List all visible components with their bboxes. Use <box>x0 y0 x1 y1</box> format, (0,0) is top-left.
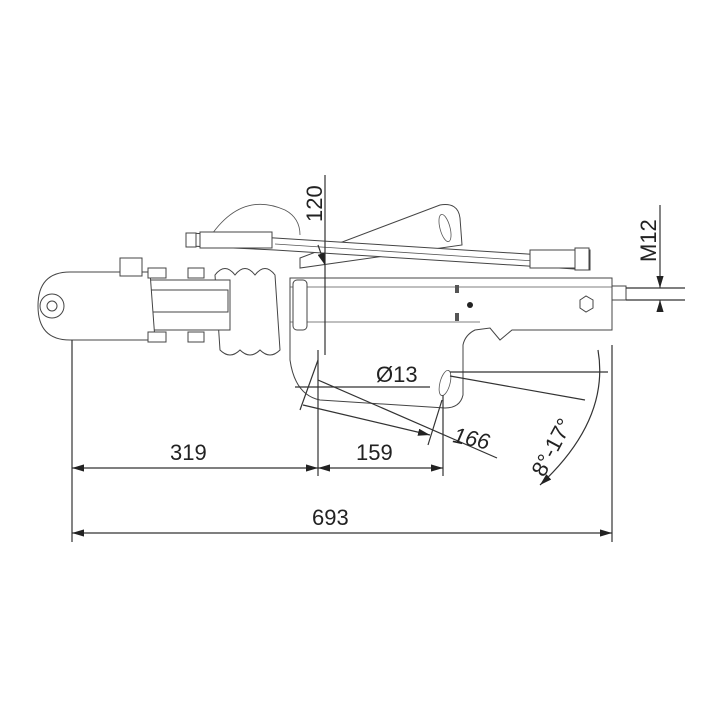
dimension-lines <box>71 175 685 542</box>
hex-bolt <box>579 295 594 313</box>
dim-166-label: 166 <box>451 422 493 454</box>
dim-120-label: 120 <box>302 185 327 222</box>
dim-693-label: 693 <box>312 505 349 530</box>
dim-319-label: 319 <box>170 440 207 465</box>
dim-angle-label: 8°-17° <box>526 414 577 480</box>
brake-cable <box>207 203 301 241</box>
dim-159-label: 159 <box>356 440 393 465</box>
dim-m12-label: M12 <box>636 219 661 262</box>
dim-hole-label: Ø13 <box>376 362 418 387</box>
coupling-head <box>37 271 156 341</box>
main-frame <box>289 277 613 409</box>
coupling-drawing <box>37 203 627 409</box>
bellows <box>214 268 281 356</box>
